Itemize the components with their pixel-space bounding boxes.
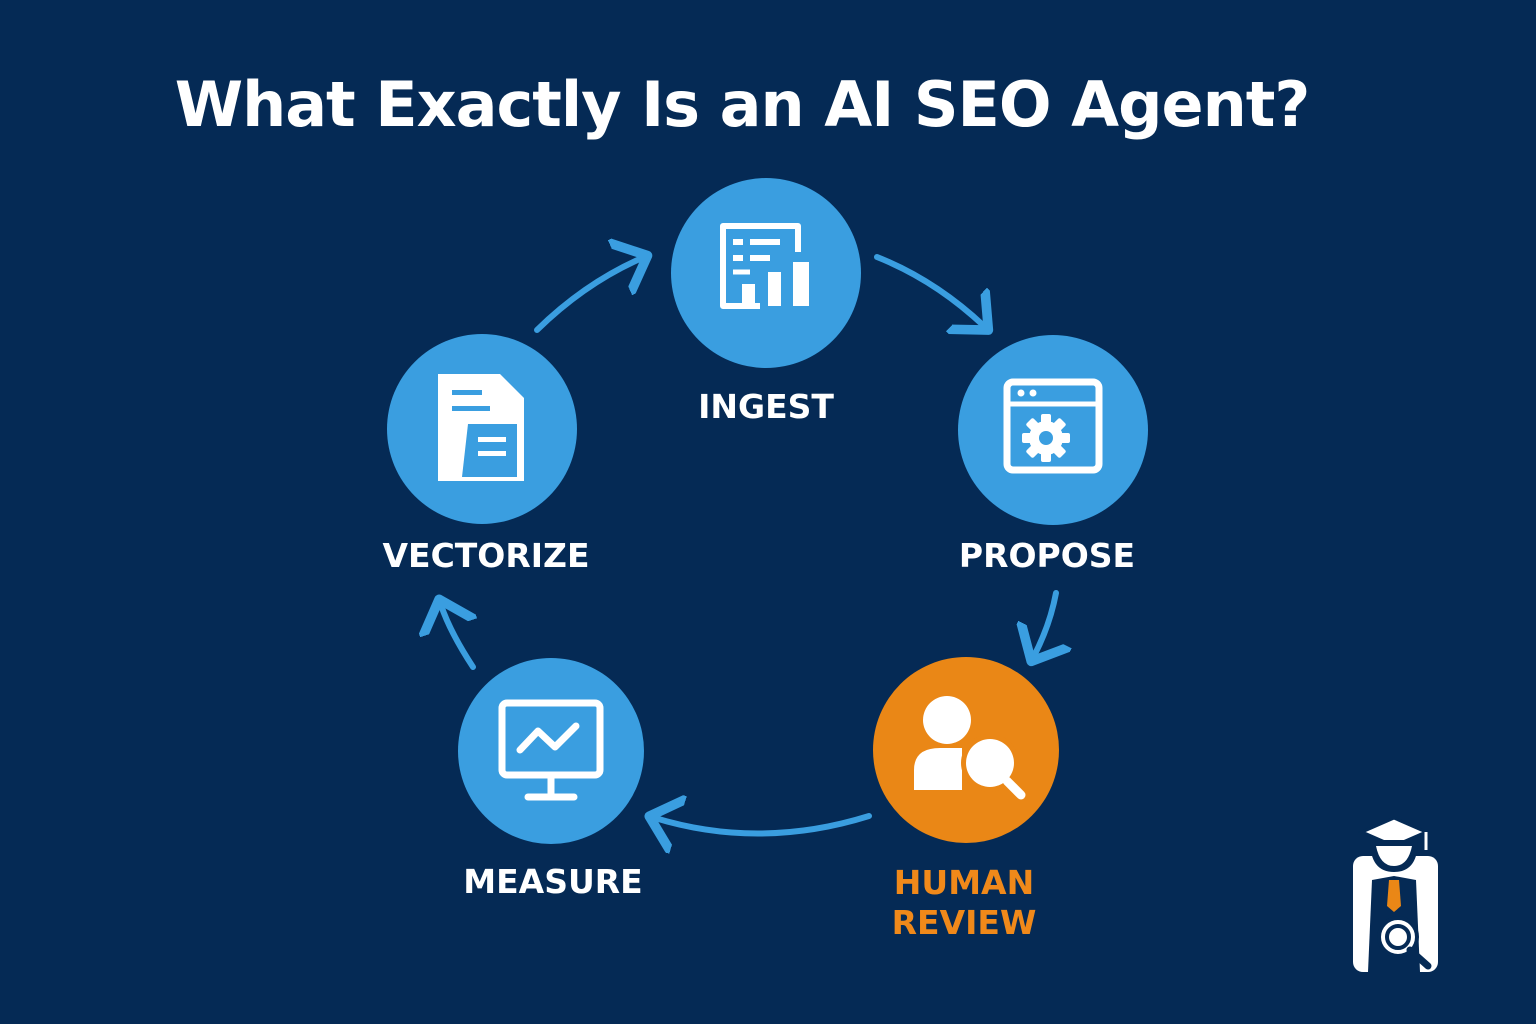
- cycle-arrows: [441, 257, 1056, 834]
- arrow-ingest-to-propose: [874, 254, 984, 326]
- arrow-vectorize-to-ingest: [534, 258, 642, 333]
- person-magnifier-icon: [914, 696, 1026, 800]
- step-measure-node: [458, 658, 644, 844]
- step-propose-node: [958, 335, 1148, 525]
- document-icon: [438, 374, 524, 481]
- monitor-trend-icon: [498, 699, 604, 801]
- step-ingest-node: [671, 178, 861, 368]
- browser-gear-icon: [1003, 378, 1103, 474]
- step-propose-label: PROPOSE: [958, 536, 1136, 575]
- step-ingest-label: INGEST: [698, 387, 834, 426]
- step-measure-label: MEASURE: [463, 862, 643, 901]
- page-title: What Exactly Is an AI SEO Agent?: [174, 68, 1311, 141]
- step-human-review-node: [873, 657, 1059, 843]
- step-vectorize-label: VECTORIZE: [382, 536, 590, 575]
- step-vectorize-node: [387, 334, 577, 524]
- dashboard-report-icon: [720, 223, 809, 309]
- arrow-propose-to-review: [1034, 590, 1056, 656]
- step-human-review-label: HUMAN REVIEW: [864, 863, 1064, 943]
- step-human-review-label-line2: REVIEW: [891, 903, 1037, 942]
- arrow-review-to-measure: [655, 816, 872, 834]
- arrow-measure-to-vectorize: [441, 605, 473, 670]
- graduate-magnifier-logo: [1353, 816, 1438, 972]
- step-human-review-label-line1: HUMAN: [893, 863, 1035, 902]
